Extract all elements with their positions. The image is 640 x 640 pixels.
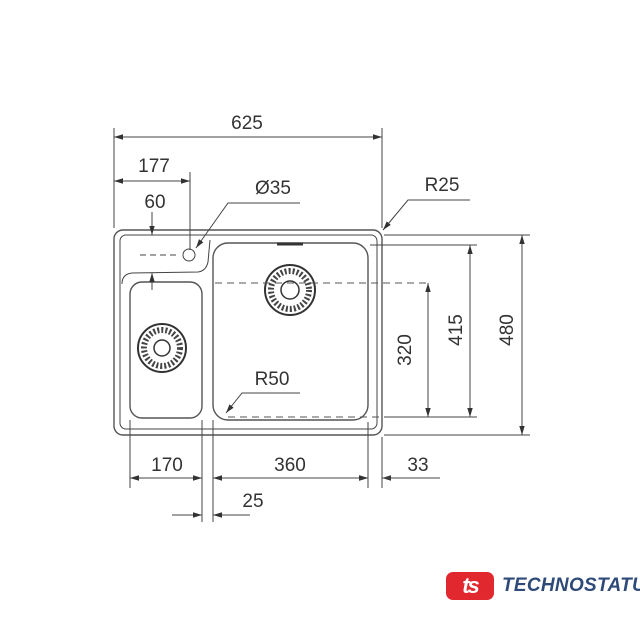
dim-divider: 25 xyxy=(242,491,263,512)
dim-shelf-width: 177 xyxy=(138,156,170,177)
dim-overall-depth: 480 xyxy=(497,314,518,346)
dim-corner-radius: R25 xyxy=(425,175,460,196)
dim-bowl-length: 415 xyxy=(446,314,467,346)
sink-outline xyxy=(113,229,383,436)
dim-bowl-radius: R50 xyxy=(255,369,290,390)
dim-large-bowl-width: 360 xyxy=(274,455,306,476)
small-drain-icon xyxy=(137,323,187,373)
tap-hole xyxy=(182,248,196,262)
small-bowl xyxy=(129,281,203,419)
dim-tap-offset: 60 xyxy=(144,192,165,213)
dim-tap-hole: Ø35 xyxy=(255,178,291,199)
dim-overall-width: 625 xyxy=(231,113,263,134)
dim-small-bowl-width: 170 xyxy=(151,455,183,476)
brand-name: TECHNOSTATUS xyxy=(502,575,640,596)
brand-logo: ts TECHNOSTATUS xyxy=(446,572,640,600)
dim-right-rim: 33 xyxy=(407,455,428,476)
extension-lines xyxy=(113,128,530,522)
large-drain-icon xyxy=(264,264,316,316)
logo-mark: ts xyxy=(446,572,494,600)
dim-bowl-depth: 320 xyxy=(395,334,416,366)
